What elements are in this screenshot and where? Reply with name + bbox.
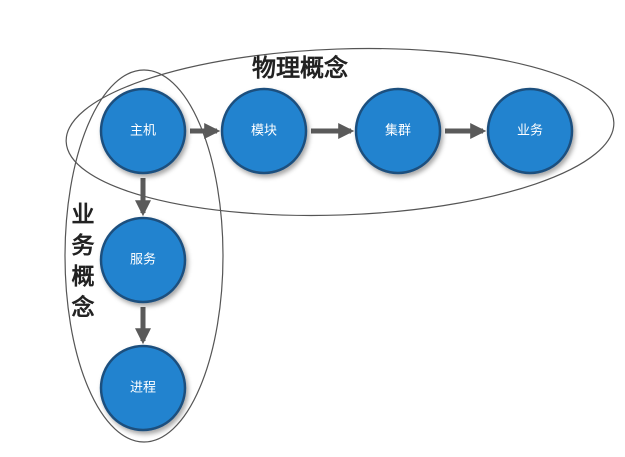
node-business-label: 业务 [517,123,543,139]
business-concept-char: 务 [72,233,96,259]
business-concept-char: 业 [72,202,95,228]
node-host-label: 主机 [130,124,156,139]
node-host: 主机 [99,87,187,175]
node-process-circle [99,344,187,432]
node-service: 服务 [99,216,187,304]
node-service-label: 服务 [130,252,156,268]
node-cluster-circle [354,87,442,175]
node-cluster-label: 集群 [385,123,411,139]
business-concept-label: 业 务 概 念 [72,202,96,321]
node-process: 进程 [99,344,187,432]
node-process-label: 进程 [130,381,156,396]
node-cluster: 集群 [354,87,442,175]
physical-concept-label: 物理概念 [252,54,348,82]
node-business: 业务 [486,87,574,175]
business-concept-char: 概 [72,264,95,290]
node-module: 模块 [220,87,308,175]
edges [134,122,487,345]
node-module-label: 模块 [251,124,277,139]
node-host-circle [99,87,187,175]
physical-concept-group-outline [65,47,615,217]
node-module-circle [220,87,308,175]
business-concept-char: 念 [72,294,95,321]
node-service-circle [99,216,187,304]
node-business-circle [486,87,574,175]
business-concept-group-outline [64,69,224,443]
